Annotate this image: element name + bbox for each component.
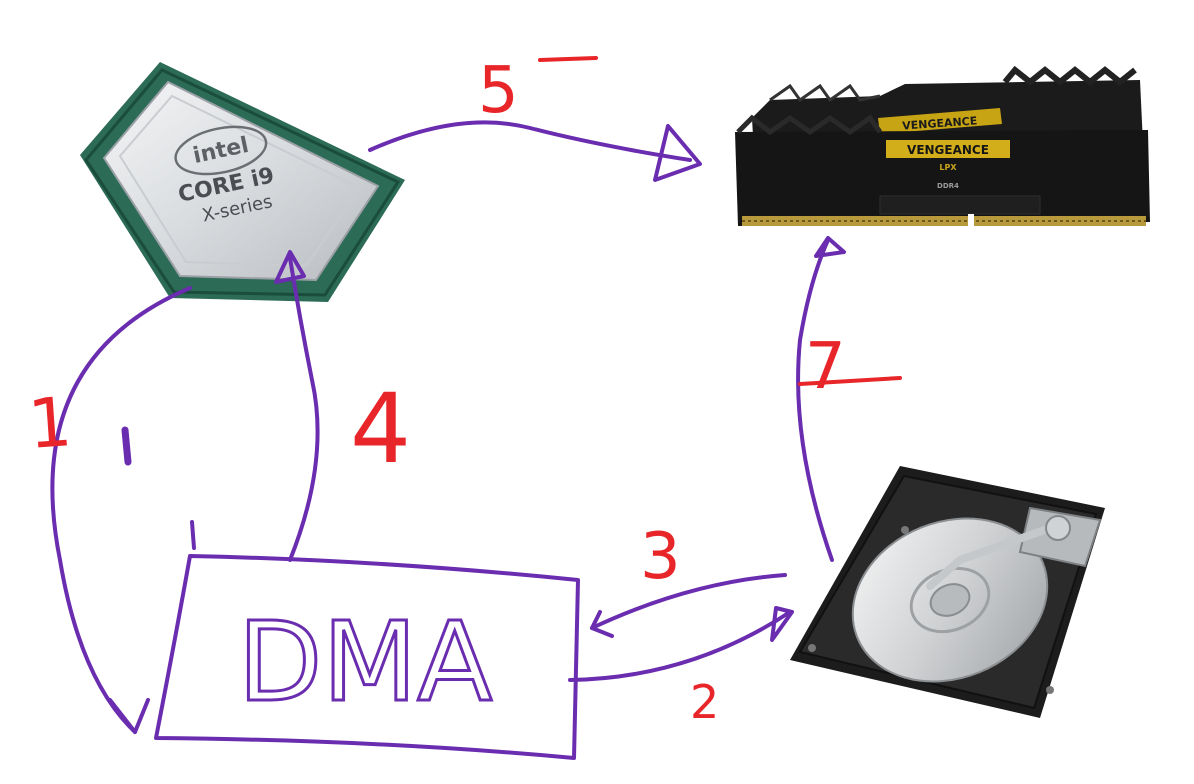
arrow-cpu-to-ram: [370, 122, 690, 160]
step-5-label: 5: [478, 54, 519, 128]
ram-modules: VENGEANCE VENGEANCE LPX DDR4: [735, 70, 1150, 228]
dma-box: DMA: [156, 522, 578, 758]
arrow-hdd-to-dma: [592, 575, 785, 628]
step-2-label: 2: [690, 675, 719, 729]
cpu-chip: intel CORE i9 X-series: [80, 62, 405, 302]
arrow-dma-to-cpu: [290, 258, 318, 560]
step-1-label: 1: [26, 383, 75, 465]
step-4-label: 4: [350, 373, 411, 485]
dma-label: DMA: [238, 598, 493, 726]
hard-drive: [790, 466, 1105, 718]
ram-ddr-label: DDR4: [937, 182, 959, 190]
step-7-label: 7: [805, 330, 846, 404]
step-3-label: 3: [640, 520, 681, 594]
ram-front-label: VENGEANCE: [907, 143, 989, 157]
ram-sub-label: LPX: [939, 163, 957, 172]
